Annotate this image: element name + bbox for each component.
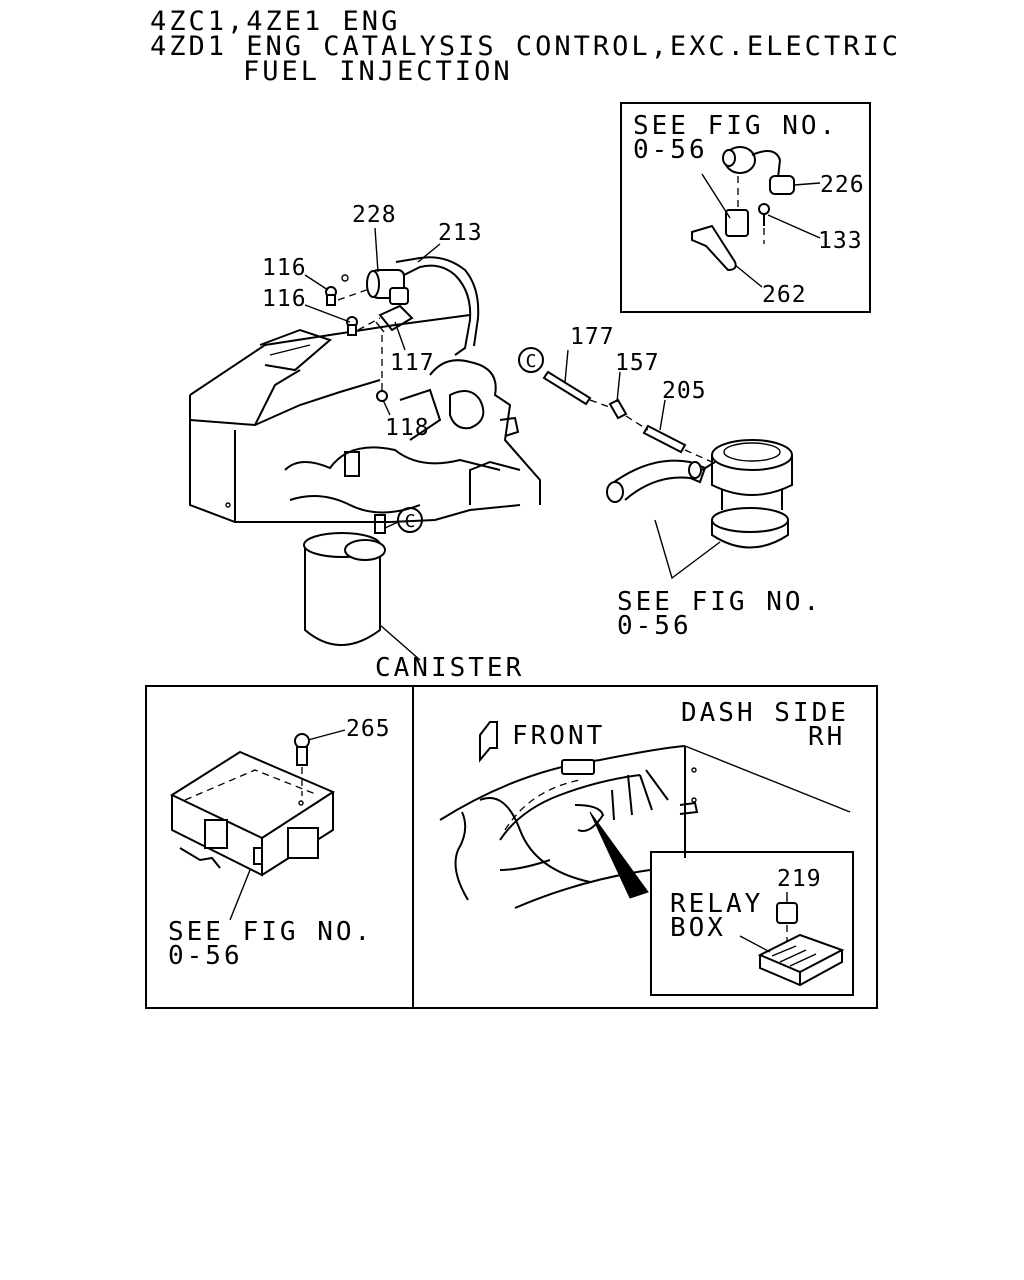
module-see-fig-label: SEE FIG NO. xyxy=(168,917,373,947)
relay-label: RELAY xyxy=(670,889,763,919)
see-fig-number: 0-56 xyxy=(617,611,692,641)
callout-177: 177 xyxy=(570,324,615,350)
canister-label: CANISTER xyxy=(375,653,524,683)
vsv-assembly xyxy=(325,256,480,402)
relay-box-inset: RELAY BOX 219 xyxy=(650,851,854,996)
callout-219: 219 xyxy=(777,866,822,892)
callout-213: 213 xyxy=(438,220,483,246)
callout-116-upper: 116 xyxy=(262,255,307,281)
inset-sensor-detail: SEE FIG NO. 0-56 226 133 262 xyxy=(620,102,871,313)
callout-226: 226 xyxy=(820,172,865,198)
callout-205: 205 xyxy=(662,378,707,404)
callout-116-lower: 116 xyxy=(262,286,307,312)
inset-see-fig-label: SEE FIG NO. xyxy=(633,111,838,141)
callout-133: 133 xyxy=(818,228,863,254)
relay-box-label: BOX xyxy=(670,913,726,943)
dash-panel: FRONT DASH SIDE RH RELAY BOX 219 xyxy=(412,685,878,1009)
title-line-1: 4ZC1,4ZE1 ENG xyxy=(150,6,400,37)
connection-marker-c1: C xyxy=(518,347,544,373)
filter-see-fig-note: SEE FIG NO. 0-56 xyxy=(617,587,822,641)
air-valve-unit xyxy=(606,439,793,549)
marker-label: C xyxy=(526,351,537,372)
module-panel: 265 SEE FIG NO. 0-56 xyxy=(145,685,414,1009)
engine-illustration xyxy=(189,314,541,523)
callout-265: 265 xyxy=(346,716,391,742)
callout-157: 157 xyxy=(615,350,660,376)
inset-see-fig-number: 0-56 xyxy=(633,135,708,165)
title-line-3: FUEL INJECTION xyxy=(243,56,513,87)
see-fig-label: SEE FIG NO. xyxy=(617,587,822,617)
callout-228: 228 xyxy=(352,202,397,228)
diagram-title: 4ZC1,4ZE1 ENG 4ZD1 ENG CATALYSIS CONTROL… xyxy=(150,6,901,87)
leader-lines xyxy=(304,227,721,661)
dash-side-rh-label: RH xyxy=(808,722,845,752)
callout-118: 118 xyxy=(385,415,430,441)
module-see-fig-number: 0-56 xyxy=(168,941,243,971)
callout-262: 262 xyxy=(762,282,807,308)
dash-side-label: DASH SIDE xyxy=(681,698,849,728)
marker-label: C xyxy=(405,511,416,532)
canister xyxy=(303,514,386,646)
hose-parts xyxy=(542,370,713,463)
connection-marker-c2: C xyxy=(397,507,423,533)
front-label: FRONT xyxy=(512,721,605,751)
callout-117: 117 xyxy=(390,350,435,376)
title-line-2: 4ZD1 ENG CATALYSIS CONTROL,EXC.ELECTRIC xyxy=(150,31,901,62)
main-callouts: 228 213 116 116 117 118 177 157 205 xyxy=(262,202,707,441)
